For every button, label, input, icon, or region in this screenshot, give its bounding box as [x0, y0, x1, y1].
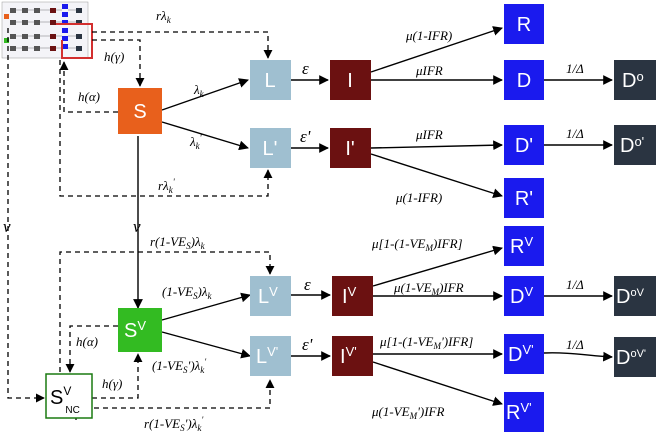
arrow-iv-to-rv: [372, 245, 503, 287]
dashed-arrow-h-gamma-bottom: [92, 353, 143, 399]
label-epsilon-prime-2: ε': [302, 335, 313, 354]
svg-text:LV: LV: [258, 284, 278, 308]
node-l: L: [250, 60, 291, 100]
label-h-alpha-bottom: h(α): [76, 334, 98, 349]
node-iv: IV: [332, 276, 373, 316]
label-1-ves-lambda-k: (1-VES)λk: [162, 284, 213, 301]
arrow-s-to-l-prime: [161, 121, 249, 151]
svg-text:RV': RV': [506, 400, 532, 424]
label-epsilon: ε: [302, 59, 309, 78]
label-one-over-delta: 1/Δ: [566, 61, 584, 76]
node-dov-prime: DoV': [614, 337, 656, 377]
label-r-lambda-k-prime: rλk': [158, 177, 176, 195]
node-iv-prime: IV': [332, 336, 373, 376]
svg-text:DV': DV': [508, 342, 534, 366]
svg-text:IV': IV': [340, 344, 357, 368]
label-one-over-delta-2: 1/Δ: [566, 126, 584, 141]
node-d-prime: D': [504, 125, 544, 165]
arrow-sv-to-lv-prime: [161, 331, 251, 359]
arrow-dv-prime-to-dov-prime: [543, 351, 613, 362]
node-dv: DV: [504, 276, 544, 316]
svg-text:D': D': [515, 135, 533, 157]
svg-text:SV: SV: [124, 318, 146, 342]
label-mu-1-ifr-2: μ(1-IFR): [395, 190, 442, 205]
svg-text:D: D: [517, 70, 531, 92]
node-d: D: [504, 60, 544, 100]
svg-text:I': I': [345, 138, 354, 160]
label-mu-1-ifr: μ(1-IFR): [405, 28, 452, 43]
svg-text:DV: DV: [510, 284, 533, 308]
svg-text:I: I: [347, 70, 353, 92]
node-rv-prime: RV': [504, 392, 544, 432]
label-mu-1-1-vem-prime-ifr: μ[1-(1-VEM')IFR]: [379, 334, 473, 351]
network-thumbnail-image: [1, 1, 89, 59]
label-mu-ifr: μIFR: [415, 63, 443, 78]
svg-text:Do: Do: [622, 69, 644, 92]
arrow-i-prime-to-d-prime: [370, 140, 503, 151]
node-rv: RV: [504, 226, 544, 266]
node-sv: SV: [118, 308, 162, 352]
label-mu-1-1-vem-ifr: μ[1-(1-VEM)IFR]: [371, 236, 463, 253]
dashed-arrow-network-to-l-prime: [59, 60, 273, 197]
dashed-arrow-h-alpha-bottom: [65, 325, 118, 373]
arrow-iv-prime-to-rv-prime: [372, 361, 503, 406]
label-r-lambda-k: rλk: [156, 8, 172, 25]
label-mu-1-vem-ifr: μ(1-VEM)IFR: [393, 280, 464, 297]
label-lambda-k: λk: [193, 82, 205, 99]
node-do: Do: [614, 60, 656, 100]
node-i-prime: I': [330, 128, 371, 168]
label-r-1-ves-lambda-k: r(1-VES)λk: [150, 234, 206, 251]
node-lv-prime: LV': [250, 336, 291, 376]
svg-text:DoV': DoV': [616, 347, 646, 369]
arrow-s-to-l: [161, 78, 249, 111]
label-mu-ifr-2: μIFR: [415, 127, 443, 142]
label-nu-center: ν: [133, 217, 141, 236]
node-s: S: [118, 88, 162, 134]
dashed-arrow-nu-left: [7, 28, 45, 403]
label-epsilon-prime: ε': [300, 127, 311, 146]
label-nu-left: ν: [3, 217, 11, 236]
label-h-alpha-top: h(α): [78, 89, 100, 104]
node-do-prime: Do': [614, 125, 656, 165]
label-h-gamma-top: h(γ): [104, 49, 124, 64]
svg-text:Do': Do': [620, 134, 644, 157]
dashed-arrow-h-gamma-top: [92, 39, 145, 87]
node-l-prime: L': [250, 128, 291, 168]
svg-text:S: S: [133, 101, 146, 123]
node-i: I: [330, 60, 371, 100]
node-r-prime: R': [504, 178, 544, 218]
label-epsilon-2: ε: [304, 275, 311, 294]
dashed-arrow-svnc-to-lv: [59, 251, 275, 372]
svg-text:IV: IV: [342, 284, 357, 308]
label-one-over-delta-3: 1/Δ: [566, 277, 584, 292]
label-r-1-ves-prime-lambda-k-prime: r(1-VES')λk': [144, 415, 204, 433]
node-r: R: [504, 4, 544, 44]
svg-text:L: L: [264, 70, 275, 92]
svg-text:RV: RV: [510, 234, 533, 258]
svg-text:R': R': [515, 188, 533, 210]
label-lambda-k-prime: λk': [189, 133, 203, 151]
svg-text:L': L': [263, 138, 278, 160]
dashed-arrow-h-alpha-top: [59, 61, 118, 113]
label-mu-1-vem-prime-ifr: μ(1-VEM')IFR: [371, 404, 444, 421]
svg-text:R: R: [517, 14, 531, 36]
node-lv: LV: [250, 276, 291, 316]
svg-text:LV': LV': [256, 344, 278, 368]
dashed-arrow-network-to-l: [92, 31, 273, 59]
node-dov: DoV: [614, 276, 656, 316]
arrow-i-to-r: [370, 26, 503, 73]
arrow-sv-to-lv: [161, 292, 251, 321]
label-one-over-delta-4: 1/Δ: [566, 337, 584, 352]
network-bracket: [56, 23, 93, 59]
svg-text:DoV: DoV: [616, 286, 645, 308]
label-h-gamma-bottom: h(γ): [102, 376, 122, 391]
arrow-i-prime-to-r-prime: [370, 153, 503, 198]
label-1-ves-prime-lambda-k-prime: (1-VES')λk': [152, 357, 207, 375]
node-dv-prime: DV': [504, 334, 544, 374]
